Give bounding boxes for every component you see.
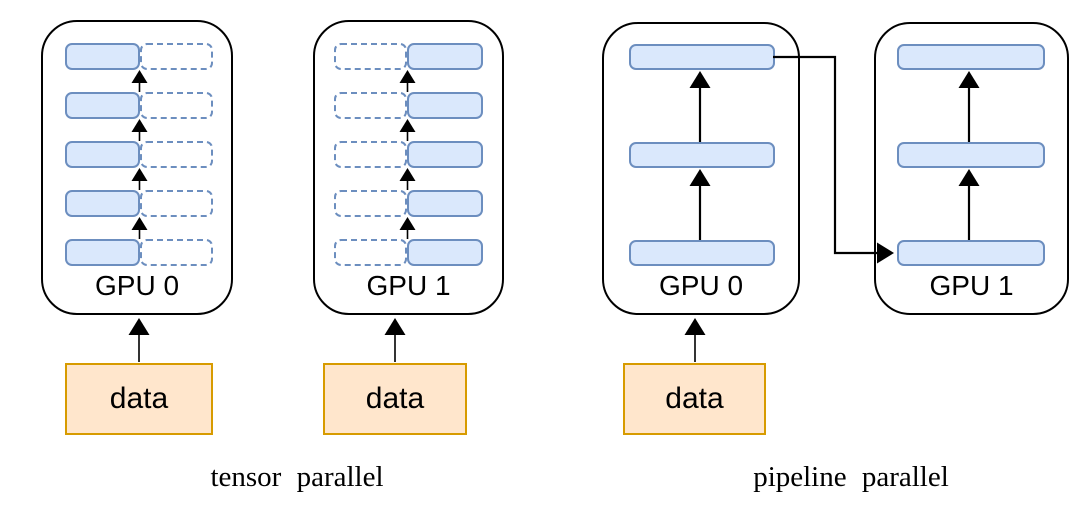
tensor-gpu0-layer-shard-dashed — [140, 92, 213, 119]
pipeline-gpu0-layer — [629, 44, 775, 70]
tensor-gpu1-layer-shard-solid — [407, 190, 483, 217]
tensor-gpu0-label: GPU 0 — [94, 270, 180, 301]
tensor-gpu1-box: GPU 1 — [313, 20, 504, 315]
tensor-gpu0-layer-shard-solid — [65, 92, 140, 119]
pipeline-gpu0-data-box: data — [623, 363, 766, 435]
pipeline-gpu0-layer — [629, 142, 775, 168]
tensor-gpu1-label: GPU 1 — [366, 270, 451, 301]
tensor-gpu1-layer-shard-solid — [407, 43, 483, 70]
tensor-gpu1-layer-shard-solid — [407, 92, 483, 119]
pipeline-gpu0-data-label: data — [665, 382, 724, 415]
pipeline-parallel-caption: pipeline parallel — [753, 461, 949, 493]
tensor-gpu0-box: GPU 0 — [41, 20, 233, 315]
pipeline-gpu0-label: GPU 0 — [658, 270, 744, 301]
tensor-gpu0-layer-shard-dashed — [140, 43, 213, 70]
tensor-gpu1-layer-shard-dashed — [334, 92, 407, 119]
tensor-parallel-caption: tensor parallel — [210, 461, 384, 493]
tensor-gpu1-layer-shard-dashed — [334, 190, 407, 217]
tensor-gpu1-layer-shard-solid — [407, 239, 483, 266]
tensor-gpu0-layer-shard-dashed — [140, 190, 213, 217]
pipeline-gpu1-layer — [897, 44, 1045, 70]
pipeline-gpu1-box: GPU 1 — [874, 22, 1069, 315]
tensor-gpu0-layer-shard-dashed — [140, 141, 213, 168]
pipeline-gpu1-layer — [897, 240, 1045, 266]
tensor-gpu1-data-label: data — [365, 382, 425, 415]
pipeline-gpu0-layer — [629, 240, 775, 266]
pipeline-gpu0-box: GPU 0 — [602, 22, 800, 315]
tensor-gpu0-layer-shard-solid — [65, 141, 140, 168]
tensor-gpu1-layer-shard-dashed — [334, 43, 407, 70]
pipeline-gpu1-layer — [897, 142, 1045, 168]
tensor-gpu0-layer-shard-solid — [65, 43, 140, 70]
tensor-gpu0-data-box: data — [65, 363, 213, 435]
tensor-gpu0-layer-shard-solid — [65, 239, 140, 266]
tensor-gpu1-data-box: data — [323, 363, 467, 435]
tensor-gpu0-layer-shard-dashed — [140, 239, 213, 266]
tensor-gpu0-data-label: data — [109, 382, 169, 415]
tensor-gpu1-layer-shard-dashed — [334, 141, 407, 168]
tensor-gpu0-layer-shard-solid — [65, 190, 140, 217]
tensor-gpu1-layer-shard-solid — [407, 141, 483, 168]
pipeline-gpu1-label: GPU 1 — [929, 270, 1014, 301]
tensor-gpu1-layer-shard-dashed — [334, 239, 407, 266]
